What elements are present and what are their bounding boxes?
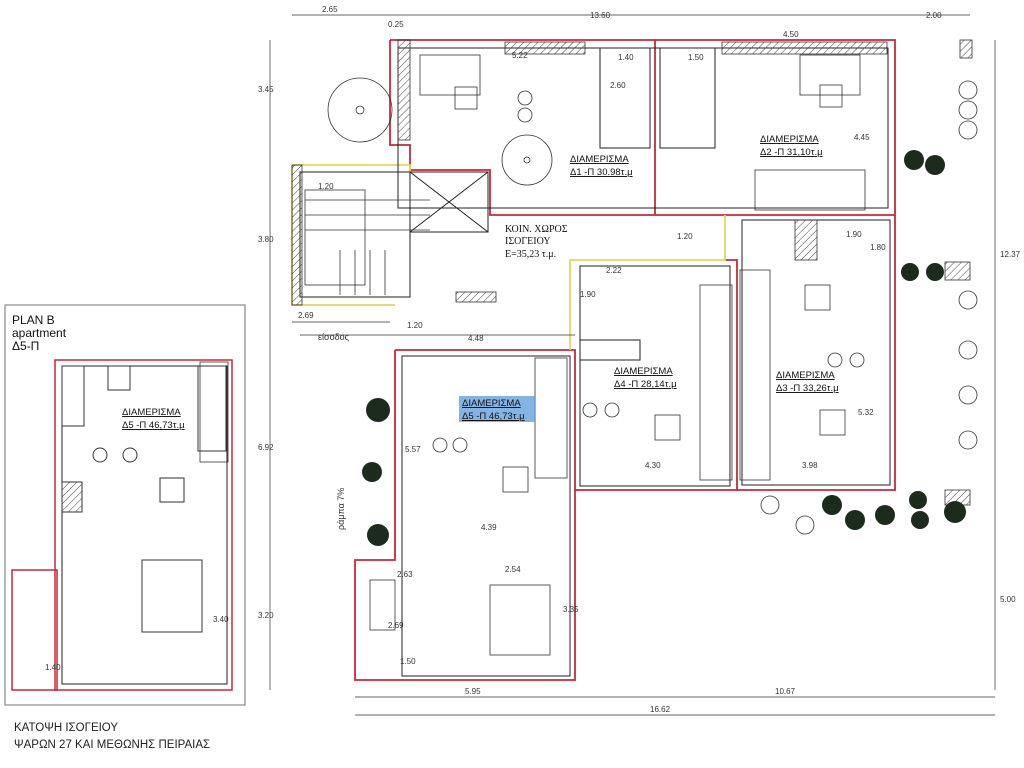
svg-text:4.30: 4.30 <box>645 461 661 470</box>
svg-text:2.60: 2.60 <box>610 81 626 90</box>
dim-left: 3.20 <box>258 611 274 620</box>
apartment-d4-label: ΔΙΑΜΕΡΙΣΜΑ <box>614 366 673 377</box>
svg-text:4.48: 4.48 <box>468 334 484 343</box>
svg-text:2.69: 2.69 <box>388 621 404 630</box>
dim-bottom: 10.67 <box>775 687 796 696</box>
dim-bottom: 5.95 <box>465 687 481 696</box>
svg-text:2.22: 2.22 <box>606 266 622 275</box>
dim-top-2.00: 2.00 <box>926 11 942 20</box>
dim-top-2.65: 2.65 <box>322 5 338 14</box>
apartment-d3-area: Δ3 -Π 33,26τ.μ <box>776 383 839 394</box>
plan-b-outline <box>54 359 233 691</box>
plan-b-frame <box>4 304 246 706</box>
svg-text:1.90: 1.90 <box>846 230 862 239</box>
svg-text:2.63: 2.63 <box>397 570 413 579</box>
plan-b-apartment-area: Δ5 -Π 46,73τ.μ <box>122 420 185 431</box>
svg-text:5.32: 5.32 <box>858 408 874 417</box>
ramp-label: ράμπα 7% <box>336 488 346 530</box>
svg-text:1.40: 1.40 <box>45 663 61 672</box>
entrance-label: είσοδος <box>318 332 350 342</box>
svg-text:1.80: 1.80 <box>870 243 886 252</box>
svg-text:3.98: 3.98 <box>802 461 818 470</box>
address: ΨΑΡΩΝ 27 ΚΑΙ ΜΕΘΩΝΗΣ ΠΕΙΡΑΙΑΣ <box>14 739 211 751</box>
svg-text:1.50: 1.50 <box>400 657 416 666</box>
svg-text:2.54: 2.54 <box>505 565 521 574</box>
stairs <box>199 77 866 481</box>
svg-text:4.50: 4.50 <box>783 30 799 39</box>
svg-text:1.20: 1.20 <box>318 182 334 191</box>
dim-left: 3.45 <box>258 85 274 94</box>
common-area-size: Ε=35,23 τ.μ. <box>505 249 556 260</box>
dim-top-13.60: 13.60 <box>590 11 611 20</box>
apartment-d5-highlight <box>459 396 535 422</box>
common-area-subtitle: ΙΣΟΓΕΙΟΥ <box>505 236 551 247</box>
plan-b-code: Δ5-Π <box>12 339 40 353</box>
svg-text:1.20: 1.20 <box>677 232 693 241</box>
apartment-d5-label: ΔΙΑΜΕΡΙΣΜΑ <box>462 398 521 409</box>
tree-icons <box>362 150 966 546</box>
svg-text:1.90: 1.90 <box>580 290 596 299</box>
plan-b-title: PLAN B <box>12 313 55 327</box>
plan-b-apartment-label: ΔΙΑΜΕΡΙΣΜΑ <box>122 407 181 418</box>
svg-text:2.69: 2.69 <box>298 311 314 320</box>
svg-text:3.40: 3.40 <box>213 615 229 624</box>
apartment-d1-area: Δ1 -Π 30.98τ.μ <box>570 167 633 178</box>
svg-text:1.50: 1.50 <box>688 53 704 62</box>
dim-right: 5.00 <box>1000 595 1016 604</box>
svg-text:5.57: 5.57 <box>405 445 421 454</box>
svg-text:1.40: 1.40 <box>618 53 634 62</box>
svg-text:3.35: 3.35 <box>563 605 579 614</box>
plan-title: ΚΑΤΟΨΗ ΙΣΟΓΕΙΟΥ <box>14 722 119 734</box>
dim-bottom: 16.62 <box>650 705 671 714</box>
apartment-d2-area: Δ2 -Π 31,10τ.μ <box>760 147 823 158</box>
svg-text:1.20: 1.20 <box>407 321 423 330</box>
svg-text:5.22: 5.22 <box>512 51 528 60</box>
dim-right: 12.37 <box>1000 250 1021 259</box>
apartment-d4-area: Δ4 -Π 28,14τ.μ <box>614 379 677 390</box>
common-area-title: ΚΟΙΝ. ΧΩΡΟΣ <box>505 224 568 235</box>
dimension-lines <box>269 14 996 716</box>
apartment-d1-label: ΔΙΑΜΕΡΙΣΜΑ <box>570 154 629 165</box>
svg-text:4.39: 4.39 <box>481 523 497 532</box>
dim-left: 6.92 <box>258 443 274 452</box>
apartment-d5-area: Δ5 -Π 46,73τ.μ <box>462 411 525 422</box>
apartment-d3-label: ΔΙΑΜΕΡΙΣΜΑ <box>776 370 835 381</box>
furniture <box>369 54 865 656</box>
plan-b-subtitle: apartment <box>12 326 67 340</box>
interior-dimensions: 5.22 1.40 1.50 4.50 2.60 1.20 2.69 1.20 … <box>45 30 886 672</box>
dim-left: 3.80 <box>258 235 274 244</box>
apartment-d2-label: ΔΙΑΜΕΡΙΣΜΑ <box>760 134 819 145</box>
svg-text:4.45: 4.45 <box>854 133 870 142</box>
dim-top-0.25: 0.25 <box>388 20 404 29</box>
